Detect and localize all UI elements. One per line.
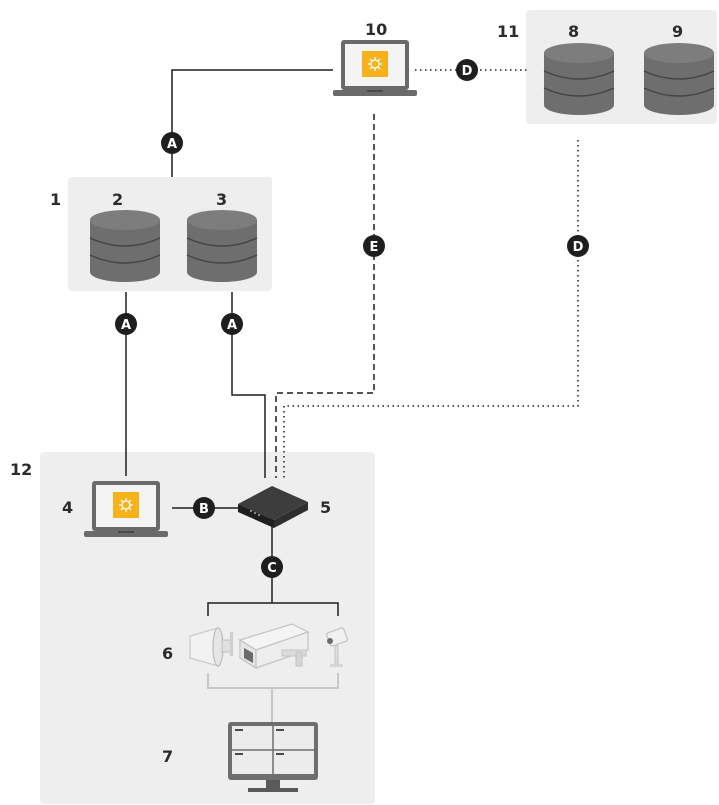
- badge-a-left: A: [115, 313, 137, 335]
- label-9: 9: [672, 22, 683, 41]
- bullet-camera-icon: [326, 627, 348, 667]
- badge-a-right-label: A: [227, 318, 237, 333]
- badge-a-right: A: [221, 313, 243, 335]
- label-3: 3: [216, 190, 227, 209]
- badge-c: C: [261, 556, 283, 578]
- label-5: 5: [320, 498, 331, 517]
- badge-e-label: E: [370, 240, 379, 255]
- laptop-4-icon: [84, 481, 168, 537]
- database-3-icon: [186, 210, 258, 282]
- badge-d-top-label: D: [462, 64, 473, 79]
- box-camera-icon: [238, 623, 310, 670]
- database-9-icon: [643, 43, 715, 115]
- badge-a-top-label: A: [167, 137, 177, 152]
- horn-speaker-icon: [189, 627, 233, 667]
- panel-group-12: [40, 452, 375, 804]
- badge-d-right: D: [567, 235, 589, 257]
- badge-a-top: A: [161, 132, 183, 154]
- badge-a-left-label: A: [121, 318, 131, 333]
- network-recorder-5-icon: [238, 486, 308, 528]
- connection-d-right-line: [283, 140, 579, 478]
- devices-bracket: [207, 602, 339, 616]
- label-1: 1: [50, 190, 61, 209]
- database-2-icon: [89, 210, 161, 282]
- label-7: 7: [162, 747, 173, 766]
- label-2: 2: [112, 190, 123, 209]
- label-10: 10: [365, 20, 387, 39]
- label-12: 12: [10, 460, 32, 479]
- badge-d-top: D: [456, 59, 478, 81]
- app-network-icon: [362, 51, 388, 77]
- laptop-10-icon: [333, 40, 417, 96]
- badge-e: E: [363, 235, 385, 257]
- connection-a-right-line: [231, 292, 266, 478]
- app-network-icon: [113, 492, 139, 518]
- label-11: 11: [497, 22, 519, 41]
- badge-b: B: [193, 497, 215, 519]
- database-8-icon: [543, 43, 615, 115]
- label-8: 8: [568, 22, 579, 41]
- label-4: 4: [62, 498, 73, 517]
- badge-c-label: C: [267, 561, 277, 576]
- connection-a-top-line: [171, 69, 333, 177]
- badge-b-label: B: [199, 502, 209, 517]
- monitor-7-icon: [228, 722, 318, 792]
- label-6: 6: [162, 644, 173, 663]
- badge-d-right-label: D: [573, 240, 584, 255]
- connection-e-line: [275, 114, 375, 478]
